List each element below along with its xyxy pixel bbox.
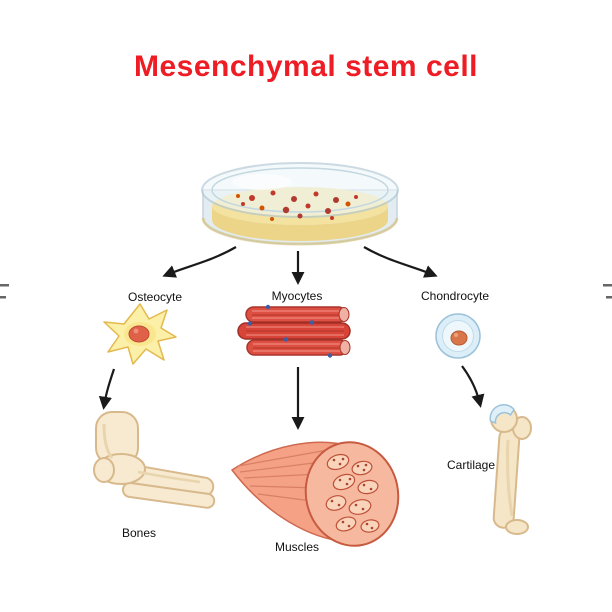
bones-illustration (93, 411, 216, 509)
myocyte-nuclei (247, 304, 333, 358)
osteocyte-illustration (103, 303, 177, 365)
petri-dish-illustration (201, 162, 399, 246)
muscles-illustration (230, 441, 400, 547)
cartilage-cap (489, 404, 515, 425)
arrow-osteocyte-to-bones (98, 368, 116, 410)
muscle-fiber-dots (330, 457, 374, 530)
myocytes-label: Myocytes (271, 289, 323, 303)
osteocyte-nucleus (128, 325, 150, 343)
cartilage-label: Cartilage (446, 458, 496, 472)
edge-marks (0, 284, 612, 299)
myocytes-illustration (237, 304, 351, 358)
arrow-dish-to-osteocyte (162, 246, 237, 278)
arrow-dish-to-chondrocyte (363, 246, 438, 278)
chondrocyte-label: Chondrocyte (420, 289, 490, 303)
cartilage-illustration (489, 404, 532, 535)
muscles-label: Muscles (274, 540, 320, 554)
stem-cell-colonies (236, 190, 358, 221)
arrow-chondrocyte-to-cartilage (461, 365, 485, 408)
chondrocyte-nucleus (450, 330, 468, 346)
osteocyte-label: Osteocyte (127, 290, 183, 304)
muscle-fascicles (325, 453, 380, 533)
bones-label: Bones (121, 526, 157, 540)
page-title: Mesenchymal stem cell (133, 50, 478, 83)
chondrocyte-illustration (435, 313, 481, 359)
